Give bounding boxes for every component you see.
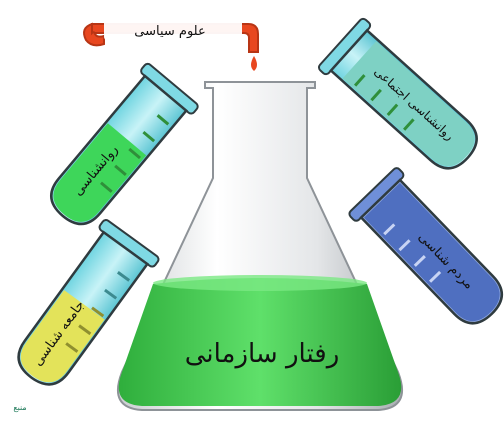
tube-yellow-tick-1 — [116, 271, 131, 282]
tube-yellow-liquid — [20, 290, 105, 383]
pipe-label: علوم سیاسی — [134, 24, 205, 39]
drop-1 — [251, 56, 257, 71]
flask-liquid — [118, 278, 402, 406]
tube-green-tick-5 — [100, 181, 113, 193]
tube-teal-tick-1 — [353, 74, 366, 87]
tube-yellow-tick-2 — [104, 288, 118, 300]
tube-teal-liquid — [342, 41, 475, 167]
tube-green-group: روانشناسی — [50, 62, 199, 226]
tube-blue-tick-1 — [383, 223, 396, 236]
tube-yellow-tick-5 — [65, 342, 79, 353]
tube-yellow-tick-4 — [78, 324, 92, 336]
flask-liquid-surface — [153, 275, 367, 291]
tube-green-tick-2 — [142, 131, 156, 143]
tube-blue-tick-2 — [398, 239, 411, 252]
tube-teal-tick-4 — [403, 118, 415, 131]
tube-yellow-group: جامعه شناسی — [17, 219, 160, 386]
pipe-label-bg — [104, 20, 242, 40]
flask-group: رفتار سازمانی — [117, 81, 403, 411]
tube-green-tick-1 — [156, 114, 170, 126]
tube-teal-tick-2 — [370, 88, 382, 102]
tube-blue-liquid — [364, 182, 500, 322]
tube-teal-group: روانشناسی اجتماعی — [317, 17, 478, 170]
tube-green-tick-3 — [128, 147, 141, 160]
tube-blue-tick-3 — [413, 255, 426, 267]
tube-yellow-tick-3 — [91, 306, 105, 318]
tube-blue-tick-4 — [429, 270, 442, 283]
tube-green-liquid — [53, 123, 147, 222]
tube-green-tick-4 — [114, 164, 127, 177]
flask-label: رفتار سازمانی — [185, 339, 340, 369]
tube-teal-tick-3 — [386, 103, 399, 117]
corner-mark: منبع — [13, 403, 26, 412]
